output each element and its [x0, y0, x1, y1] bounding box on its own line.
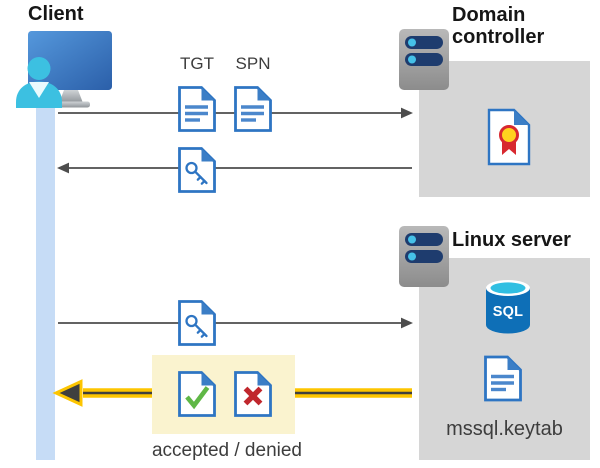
- keytab-document-icon: [484, 355, 522, 402]
- sql-icon-label: SQL: [493, 304, 523, 320]
- result-highlight-box: [152, 355, 295, 434]
- sql-database-icon: SQL: [486, 280, 530, 334]
- client-title: Client: [28, 3, 84, 25]
- domain-controller-server-icon: [399, 29, 449, 90]
- client-timeline-bar: [36, 94, 55, 460]
- spn-document-icon: [234, 86, 272, 132]
- linux-server-title: Linux server: [452, 229, 571, 251]
- accepted-document-icon: [178, 371, 216, 417]
- domain-controller-title: Domain controller: [452, 4, 545, 49]
- keytab-file-label: mssql.keytab: [446, 418, 563, 440]
- key-ticket-to-server-document-icon: [178, 300, 216, 346]
- arrow-dc-to-client-icon: [57, 162, 412, 174]
- client-icon: [16, 31, 112, 108]
- arrow-client-to-dc-icon: [58, 107, 413, 119]
- linux-server-server-icon: [399, 226, 449, 287]
- spn-label: SPN: [235, 54, 271, 73]
- arrow-client-to-linux-icon: [58, 317, 413, 329]
- denied-document-icon: [234, 371, 272, 417]
- result-label: accepted / denied: [151, 440, 302, 461]
- tgt-label: TGT: [180, 54, 214, 73]
- key-ticket-document-icon: [178, 147, 216, 193]
- certificate-document-icon: [487, 108, 531, 166]
- tgt-document-icon: [178, 86, 216, 132]
